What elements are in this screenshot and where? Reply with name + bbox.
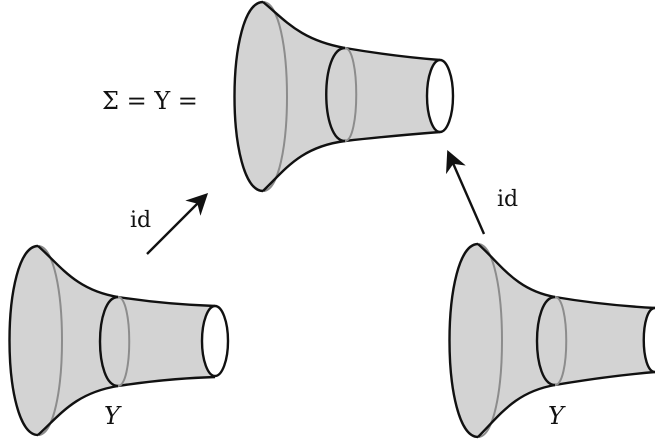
- left-id-arrow: [146, 192, 209, 255]
- right-surface-mid-circle-back: [554, 296, 568, 386]
- top-surface-mid-circle-front: [325, 46, 346, 143]
- left-surface-label: Y: [104, 402, 122, 430]
- right-surface-rim-front: [448, 242, 479, 439]
- top-surface: [233, 0, 455, 193]
- right-surface-mouth-front: [642, 306, 655, 374]
- right-surface-body: [449, 244, 655, 437]
- left-surface: [8, 244, 230, 437]
- right-surface-label: Y: [548, 402, 566, 430]
- top-surface-rim-front: [233, 0, 264, 193]
- right-arrow-label: id: [497, 187, 518, 212]
- right-surface-mid-circle-front: [535, 295, 556, 387]
- left-surface-body: [9, 246, 215, 435]
- left-surface-mouth: [200, 304, 230, 378]
- right-id-arrow: [446, 150, 486, 235]
- left-surface-mid-circle-front: [98, 295, 119, 388]
- top-surface-body: [234, 2, 440, 191]
- top-equation-label: Σ = Y =: [102, 87, 198, 115]
- left-surface-mid-circle-back: [117, 296, 131, 387]
- top-surface-mid-circle-back: [344, 47, 358, 142]
- left-arrow-label: id: [130, 208, 151, 233]
- left-surface-rim-back: [37, 245, 63, 436]
- left-surface-rim-front: [8, 244, 39, 437]
- right-surface: [448, 242, 655, 439]
- top-surface-mouth: [425, 58, 455, 134]
